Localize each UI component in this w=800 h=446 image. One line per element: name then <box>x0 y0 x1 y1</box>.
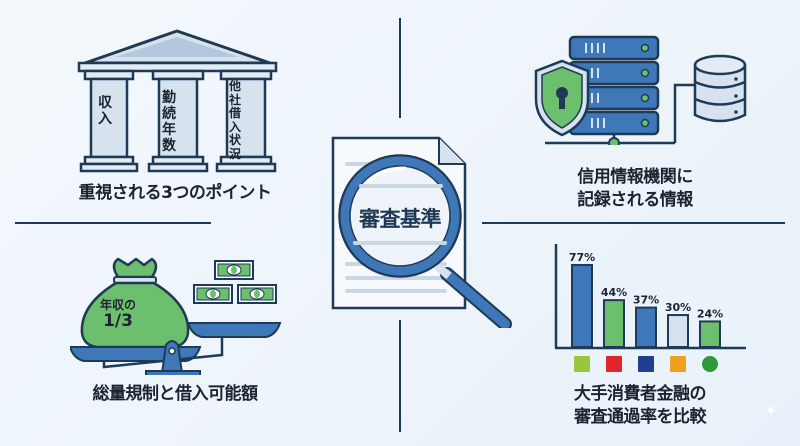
bar-value-label: 77% <box>569 251 595 264</box>
bar-value-label: 24% <box>697 307 723 320</box>
bar-value-label: 37% <box>633 294 659 307</box>
lender-logo-icon <box>638 356 654 372</box>
bag-label-line1: 年収の <box>99 298 136 312</box>
lender-logo-icon <box>702 356 718 372</box>
caption-credit-bureau-line2: 記録される情報 <box>577 190 693 210</box>
credit-bureau-server-icon <box>534 35 747 145</box>
caption-approval-comparison-line2: 審査通過率を比較 <box>574 407 707 427</box>
bar-value-label: 44% <box>601 286 627 299</box>
bar-5 <box>699 320 721 348</box>
divider-bottom <box>399 320 401 432</box>
lender-logo-icon <box>606 356 622 372</box>
center-title: 審査基準 <box>359 207 442 231</box>
bar-value-label: 30% <box>665 301 691 314</box>
sparkle-icon: ✦ <box>764 401 778 420</box>
bar-3 <box>635 306 657 348</box>
divider-top <box>399 18 401 118</box>
temple-pillars-icon <box>77 29 278 173</box>
bar-1 <box>571 264 593 348</box>
caption-credit-bureau-line1: 信用情報機関に <box>577 167 693 187</box>
bag-label-line2: 1/3 <box>103 311 133 331</box>
approval-rate-bar-chart: 77% 44% 37% 30% 24% <box>554 244 746 372</box>
lender-logo-icon <box>670 356 686 372</box>
caption-key-points: 重視される3つのポイント <box>78 183 272 203</box>
lender-logo-icon <box>574 356 590 372</box>
caption-approval-comparison-line1: 大手消費者金融の <box>574 384 707 404</box>
divider-left <box>15 222 211 224</box>
caption-total-volume-regulation: 総量規制と借入可能額 <box>92 384 259 404</box>
divider-right <box>482 222 785 224</box>
document-magnifier-icon <box>331 136 512 328</box>
pillar-label-other-loans: 他社借入状況 <box>229 79 242 161</box>
pillar-label-years-employed: 勤続年数 <box>162 90 176 154</box>
bar-4 <box>667 314 689 348</box>
bar-2 <box>603 299 625 348</box>
scale-moneybag-icon <box>70 257 282 375</box>
pillar-label-income: 収入 <box>98 95 112 127</box>
